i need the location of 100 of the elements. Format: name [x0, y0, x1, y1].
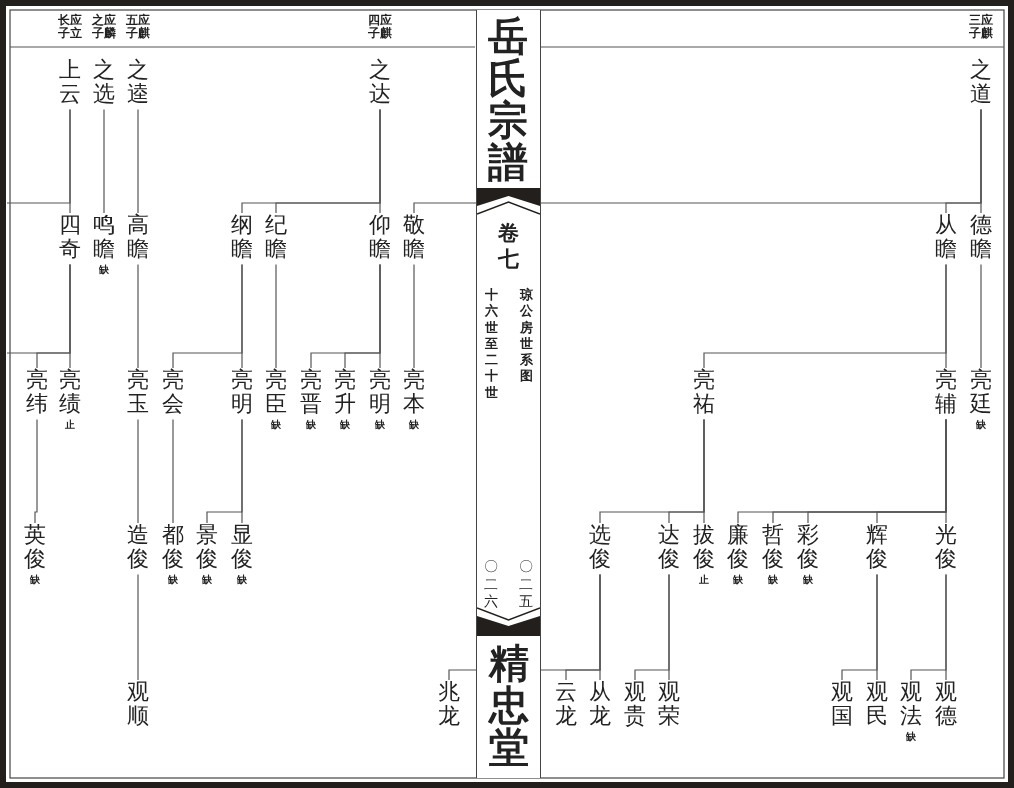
lineage-line: [137, 263, 139, 369]
person-name: 亮本: [403, 368, 425, 417]
parent-note: 应麒三子: [969, 14, 993, 40]
lineage-line: [6, 263, 71, 354]
status-note: 缺: [409, 420, 419, 431]
lineage-line: [413, 108, 982, 214]
lineage-line: [137, 108, 139, 214]
person-name: 兆龙: [438, 680, 460, 729]
person-name: 亮辅: [935, 368, 957, 417]
person-name: 亮绩: [59, 368, 81, 417]
lineage-line: [599, 418, 705, 524]
lineage-line: [172, 263, 243, 369]
person-name: 之达: [369, 58, 391, 107]
lineage-line: [137, 418, 139, 524]
volume-label: 卷七: [498, 220, 519, 273]
status-note: 缺: [733, 575, 743, 586]
person-name: 之逵: [127, 58, 149, 107]
lineage-line: [910, 573, 947, 681]
page-number: 〇二六: [484, 558, 498, 611]
parent-note: 应麒四子: [368, 14, 392, 40]
status-note: 缺: [30, 575, 40, 586]
person-name: 亮祐: [693, 368, 715, 417]
person-name: 亮玉: [127, 368, 149, 417]
lineage-line: [172, 418, 174, 524]
person-name: 亮明: [369, 368, 391, 417]
person-name: 英俊: [24, 523, 46, 572]
person-name: 亮廷: [970, 368, 992, 417]
parent-note: 应麟之子: [92, 14, 116, 40]
hall-name: 精忠堂: [488, 642, 529, 768]
status-note: 止: [65, 420, 75, 431]
person-name: 从龙: [589, 680, 611, 729]
person-name: 光俊: [935, 523, 957, 572]
person-name: 亮明: [231, 368, 253, 417]
person-name: 高瞻: [127, 213, 149, 262]
lineage-line: [413, 263, 415, 369]
parent-note: 应麒五子: [126, 14, 150, 40]
person-name: 亮纬: [26, 368, 48, 417]
status-note: 缺: [202, 575, 212, 586]
person-name: 廉俊: [727, 523, 749, 572]
person-name: 之选: [93, 58, 115, 107]
lineage-line: [703, 263, 947, 369]
generation-range: 十六世至二十世: [484, 287, 498, 401]
status-note: 缺: [99, 265, 109, 276]
person-name: 达俊: [658, 523, 680, 572]
person-name: 造俊: [127, 523, 149, 572]
person-name: 辉俊: [866, 523, 888, 572]
person-name: 观贵: [624, 680, 646, 729]
person-name: 都俊: [162, 523, 184, 572]
person-name: 之道: [970, 58, 992, 107]
parent-note: 应立长子: [58, 14, 82, 40]
status-note: 缺: [768, 575, 778, 586]
section-title: 琼公房世系图: [519, 287, 533, 385]
person-name: 观法: [900, 680, 922, 729]
lineage-line: [379, 108, 381, 214]
lineage-line: [980, 263, 982, 369]
person-name: 观国: [831, 680, 853, 729]
person-name: 彩俊: [797, 523, 819, 572]
person-name: 亮升: [334, 368, 356, 417]
person-name: 观顺: [127, 680, 149, 729]
status-note: 缺: [375, 420, 385, 431]
person-name: 纪瞻: [265, 213, 287, 262]
person-name: 四奇: [59, 213, 81, 262]
lineage-line: [841, 573, 878, 681]
status-note: 止: [699, 575, 709, 586]
person-name: 仰瞻: [369, 213, 391, 262]
status-note: 缺: [306, 420, 316, 431]
person-name: 上云: [59, 58, 81, 107]
person-name: 拔俊: [693, 523, 715, 572]
lineage-line: [634, 573, 670, 681]
person-name: 观荣: [658, 680, 680, 729]
person-name: 鸣瞻: [93, 213, 115, 262]
status-note: 缺: [237, 575, 247, 586]
lineage-line: [103, 108, 105, 214]
status-note: 缺: [906, 732, 916, 743]
status-note: 缺: [271, 420, 281, 431]
status-note: 缺: [803, 575, 813, 586]
person-name: 选俊: [589, 523, 611, 572]
person-name: 景俊: [196, 523, 218, 572]
person-name: 德瞻: [970, 213, 992, 262]
person-name: 亮会: [162, 368, 184, 417]
lineage-line: [34, 418, 38, 524]
person-name: 哲俊: [762, 523, 784, 572]
person-name: 观德: [935, 680, 957, 729]
person-name: 亮晋: [300, 368, 322, 417]
person-name: 敬瞻: [403, 213, 425, 262]
lineage-line: [6, 108, 71, 204]
lineage-line: [275, 263, 277, 369]
person-name: 显俊: [231, 523, 253, 572]
lineage-line: [310, 263, 381, 369]
person-name: 纲瞻: [231, 213, 253, 262]
status-note: 缺: [168, 575, 178, 586]
person-name: 观民: [866, 680, 888, 729]
lineage-line: [206, 418, 243, 524]
book-title: 岳氏宗譜: [488, 15, 528, 183]
person-name: 从瞻: [935, 213, 957, 262]
person-name: 云龙: [555, 680, 577, 729]
page-number: 〇二五: [519, 558, 533, 611]
lineage-line: [737, 418, 947, 524]
status-note: 缺: [340, 420, 350, 431]
status-note: 缺: [976, 420, 986, 431]
